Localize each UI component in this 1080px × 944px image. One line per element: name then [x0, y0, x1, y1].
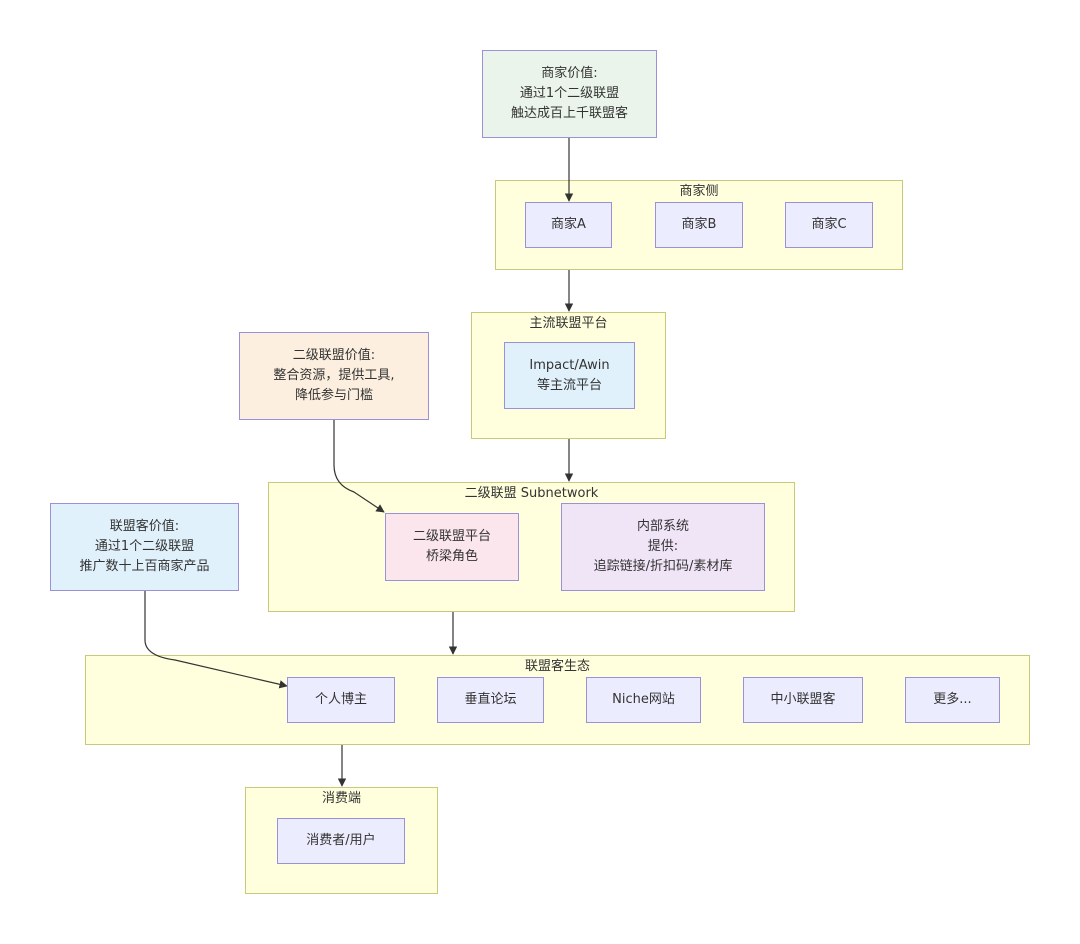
- network-value-note: 二级联盟价值: 整合资源，提供工具, 降低参与门槛: [239, 332, 429, 420]
- ecosystem-blogger-node: 个人博主: [287, 677, 395, 723]
- internal-system-node: 内部系统 提供: 追踪链接/折扣码/素材库: [561, 503, 765, 591]
- internal-line-2: 提供:: [647, 539, 679, 554]
- affiliate-value-line-2: 通过1个二级联盟: [94, 539, 195, 554]
- cluster-ecosystem-title: 联盟客生态: [524, 659, 590, 674]
- cluster-ecosystem: 联盟客生态: [85, 655, 1030, 745]
- ecosystem-niche-node: Niche网站: [586, 677, 701, 723]
- platform-line-2: 桥梁角色: [425, 549, 478, 564]
- ecosystem-forum-node: 垂直论坛: [437, 677, 544, 723]
- merchant-c-label: 商家C: [811, 217, 847, 232]
- merchant-b-node: 商家B: [655, 202, 743, 248]
- merchant-value-line-2: 通过1个二级联盟: [519, 86, 620, 101]
- merchant-value-line-1: 商家价值:: [541, 66, 598, 81]
- network-value-line-2: 整合资源，提供工具,: [273, 368, 395, 383]
- cluster-merchants-title: 商家侧: [679, 184, 719, 199]
- platform-line-1: 二级联盟平台: [412, 529, 491, 544]
- cluster-consumers-title: 消费端: [321, 791, 361, 806]
- mainstream-line-1: Impact/Awin: [529, 357, 610, 373]
- mainstream-line-2: 等主流平台: [536, 377, 602, 393]
- merchant-b-label: 商家B: [681, 217, 717, 232]
- affiliate-value-line-1: 联盟客价值:: [109, 519, 180, 534]
- forum-label: 垂直论坛: [464, 692, 517, 707]
- ecosystem-small-affiliate-node: 中小联盟客: [743, 677, 863, 723]
- consumer-label: 消费者/用户: [306, 833, 376, 848]
- network-value-line-3: 降低参与门槛: [294, 388, 373, 403]
- niche-label: Niche网站: [612, 692, 675, 707]
- merchant-a-label: 商家A: [551, 217, 586, 232]
- consumer-node: 消费者/用户: [277, 818, 405, 864]
- merchant-a-node: 商家A: [525, 202, 612, 248]
- small-affiliate-label: 中小联盟客: [770, 692, 836, 707]
- blogger-label: 个人博主: [314, 692, 367, 707]
- cluster-mainstream-title: 主流联盟平台: [529, 316, 608, 331]
- affiliate-value-line-3: 推广数十上百商家产品: [79, 559, 210, 574]
- subnetwork-platform-node: 二级联盟平台 桥梁角色: [385, 513, 519, 581]
- merchant-value-line-3: 触达成百上千联盟客: [510, 106, 628, 121]
- internal-line-1: 内部系统: [636, 519, 689, 534]
- network-value-line-1: 二级联盟价值:: [292, 348, 376, 363]
- mainstream-platform-node: Impact/Awin 等主流平台: [504, 342, 635, 409]
- affiliate-value-note: 联盟客价值: 通过1个二级联盟 推广数十上百商家产品: [50, 503, 239, 591]
- ecosystem-more-node: 更多...: [905, 677, 1000, 723]
- internal-line-3: 追踪链接/折扣码/素材库: [593, 559, 733, 574]
- cluster-subnetwork-title: 二级联盟 Subnetwork: [464, 486, 599, 501]
- merchant-c-node: 商家C: [785, 202, 873, 248]
- more-label: 更多...: [933, 692, 972, 707]
- merchant-value-note: 商家价值: 通过1个二级联盟 触达成百上千联盟客: [482, 50, 657, 138]
